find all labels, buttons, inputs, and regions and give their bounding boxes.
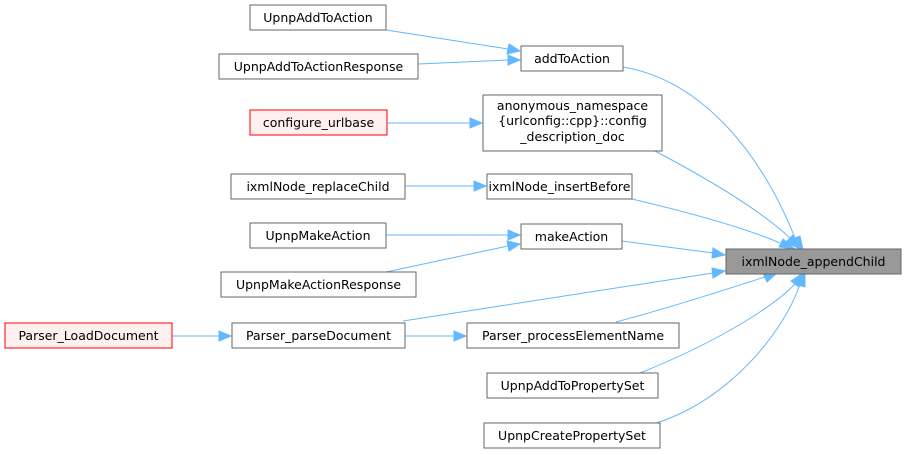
edge-procelem-to-focus — [615, 276, 766, 323]
arrowhead-upnpaddtoactionresp — [507, 54, 522, 66]
node-label: ixmlNode_insertBefore — [489, 179, 631, 194]
arrowhead-insertbefore — [778, 238, 797, 250]
arrowhead-upnpaddtoaction — [506, 43, 522, 55]
node-upnpaddtoactionresponse[interactable]: UpnpAddToActionResponse — [218, 53, 419, 80]
node-label: UpnpMakeActionResponse — [236, 277, 401, 292]
node-label: UpnpAddToActionResponse — [234, 59, 404, 74]
arrowhead-anon — [785, 234, 802, 251]
edges — [172, 29, 801, 424]
edge-upnpaddtoaction-to-addtoaction — [385, 29, 509, 50]
arrowhead-loaddoc — [218, 330, 233, 342]
edge-insertbefore-to-focus — [631, 198, 781, 244]
arrowhead-replacechild — [473, 180, 488, 192]
node-label: Parser_processElementName — [482, 328, 664, 343]
arrowheads — [218, 43, 806, 342]
arrowhead-upnpmakeaction — [507, 229, 522, 241]
node-label: configure_urlbase — [263, 115, 375, 130]
node-label: makeAction — [535, 229, 608, 244]
edge-anon-to-focus — [654, 150, 791, 239]
node-label-line-3: _description_doc — [519, 129, 625, 144]
node-label: ixmlNode_appendChild — [741, 254, 885, 269]
node-label: UpnpMakeAction — [265, 228, 370, 243]
node-addtoaction[interactable]: addToAction — [520, 45, 624, 72]
node-label-line-2: {urlconfig::cpp}::config — [498, 113, 647, 128]
node-label: UpnpAddToPropertySet — [501, 378, 645, 393]
node-label: Parser_LoadDocument — [18, 328, 158, 343]
edge-addpropset-to-focus — [639, 283, 796, 374]
arrowhead-createpropset — [794, 271, 806, 288]
node-label: ixmlNode_replaceChild — [246, 179, 389, 194]
edge-makeaction-to-focus — [621, 240, 714, 254]
node-label: UpnpAddToAction — [263, 10, 372, 25]
arrowhead-parsedoc-procelem — [453, 330, 468, 342]
node-upnpaddtopropertyset[interactable]: UpnpAddToPropertySet — [486, 372, 659, 399]
node-parser-processelementname[interactable]: Parser_processElementName — [466, 322, 680, 349]
node-parser-parsedocument[interactable]: Parser_parseDocument — [231, 322, 406, 349]
node-ixmlnode-appendchild[interactable]: ixmlNode_appendChild — [725, 248, 902, 275]
edge-createpropset-to-focus — [655, 283, 801, 424]
node-configure-urlbase[interactable]: configure_urlbase — [249, 109, 388, 136]
node-upnpmakeaction[interactable]: UpnpMakeAction — [249, 222, 387, 249]
node-parser-loaddocument[interactable]: Parser_LoadDocument — [4, 322, 173, 349]
arrowhead-upnpmakeactionresp — [506, 240, 522, 252]
node-ixmlnode-insertbefore[interactable]: ixmlNode_insertBefore — [486, 173, 633, 200]
edge-upnpaddtoactionresp-to-addtoaction — [417, 59, 509, 65]
edge-addtoaction-to-focus — [622, 66, 796, 239]
node-ixmlnode-replacechild[interactable]: ixmlNode_replaceChild — [230, 173, 406, 200]
node-label: addToAction — [534, 51, 610, 66]
edge-upnpmakeactionresp-to-makeaction — [385, 245, 509, 273]
node-upnpaddtoaction[interactable]: UpnpAddToAction — [249, 4, 387, 31]
node-anonymous-namespace-config-description-doc[interactable]: anonymous_namespace {urlconfig::cpp}::co… — [482, 94, 663, 152]
node-upnpcreatepropertyset[interactable]: UpnpCreatePropertySet — [483, 422, 661, 449]
node-label-line-1: anonymous_namespace — [497, 98, 648, 113]
arrowhead-parsedoc — [711, 267, 727, 279]
arrowhead-configurl — [469, 117, 484, 129]
arrowhead-makeaction — [711, 247, 727, 259]
node-makeaction[interactable]: makeAction — [520, 223, 623, 250]
node-upnpmakeactionresponse[interactable]: UpnpMakeActionResponse — [220, 271, 417, 298]
node-label: UpnpCreatePropertySet — [498, 428, 646, 443]
node-label: Parser_parseDocument — [246, 328, 391, 343]
edge-parsedoc-to-focus — [402, 272, 714, 322]
